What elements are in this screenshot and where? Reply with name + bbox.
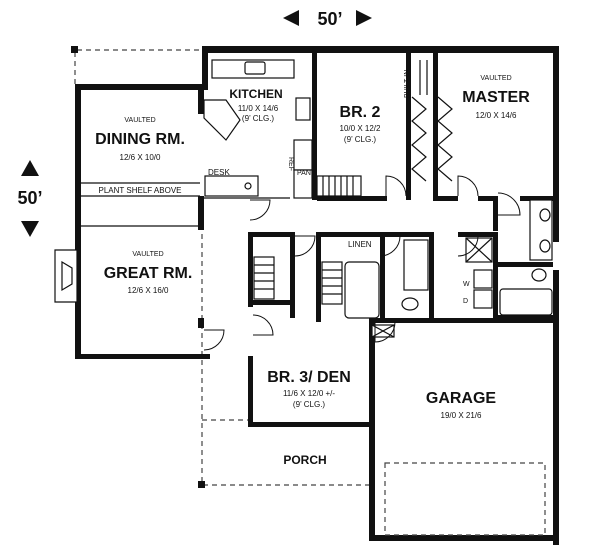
pan-label: PAN — [297, 170, 311, 177]
dining-size: 12/6 X 10/0 — [120, 153, 161, 162]
toilet-icon — [401, 297, 419, 311]
dryer-label: D — [463, 298, 468, 305]
depth-dimension: 50’ — [17, 160, 43, 237]
master-name: MASTER — [462, 89, 530, 106]
kitchen-size: 11/0 X 14/6 — [238, 104, 279, 113]
dryer-icon — [473, 289, 493, 309]
desk-label: DESK — [208, 168, 230, 177]
tub-icon — [499, 288, 553, 316]
br3-ceiling: (9’ CLG.) — [293, 400, 325, 409]
built-in-label: BUILT-IN — [404, 70, 411, 98]
dining-name: DINING RM. — [95, 131, 185, 148]
bath-fixtures — [344, 199, 553, 338]
sink-icon — [539, 208, 551, 222]
great-size: 12/6 X 16/0 — [128, 286, 169, 295]
porch-label: PORCH — [283, 453, 326, 467]
arrow-right-icon — [356, 10, 372, 26]
br2-ceiling: (9’ CLG.) — [344, 135, 376, 144]
ref-label: REF — [287, 157, 294, 171]
br3-size: 11/6 X 12/0 +/- — [283, 389, 335, 398]
room-great: VAULTED GREAT RM. 12/6 X 16/0 — [104, 251, 193, 295]
sink-icon — [244, 61, 266, 75]
closets — [253, 60, 453, 305]
doors — [203, 175, 521, 351]
interior-walls — [81, 50, 555, 328]
room-garage: GARAGE 19/0 X 21/6 — [426, 390, 497, 420]
great-name: GREAT RM. — [104, 265, 193, 282]
master-qualifier: VAULTED — [480, 75, 511, 82]
arrow-left-icon — [283, 10, 299, 26]
br2-size: 10/0 X 12/2 — [340, 124, 381, 133]
br2-name: BR. 2 — [340, 104, 381, 121]
covered-areas — [71, 46, 375, 488]
plant-shelf-label: PLANT SHELF ABOVE — [99, 186, 182, 195]
sink-icon — [539, 239, 551, 253]
arrow-up-icon — [21, 160, 39, 176]
washer-label: W — [463, 281, 470, 288]
room-master: VAULTED MASTER 12/0 X 14/6 — [462, 75, 530, 120]
kitchen-ceiling: (9’ CLG.) — [242, 114, 274, 123]
room-dining: VAULTED DINING RM. 12/6 X 10/0 — [95, 117, 185, 162]
depth-label: 50’ — [17, 188, 42, 208]
tub-icon — [344, 261, 380, 319]
room-kitchen: KITCHEN 11/0 X 14/6 (9’ CLG.) — [229, 87, 282, 123]
garage-size: 19/0 X 21/6 — [441, 411, 482, 420]
room-br3: BR. 3/ DEN 11/6 X 12/0 +/- (9’ CLG.) — [267, 369, 351, 409]
linen-label: LINEN — [348, 240, 372, 249]
garage-name: GARAGE — [426, 390, 497, 407]
fireplace — [54, 249, 78, 303]
kitchen-fixtures — [203, 59, 313, 199]
width-dimension: 50’ — [283, 9, 372, 29]
washer-icon — [473, 269, 493, 289]
great-qualifier: VAULTED — [132, 251, 163, 258]
master-size: 12/0 X 14/6 — [476, 111, 517, 120]
br3-name: BR. 3/ DEN — [267, 369, 351, 386]
arrow-down-icon — [21, 221, 39, 237]
width-label: 50’ — [317, 9, 342, 29]
toilet-icon — [531, 268, 547, 282]
garage-door — [384, 462, 546, 536]
kitchen-name: KITCHEN — [229, 87, 282, 101]
room-br2: BR. 2 10/0 X 12/2 (9’ CLG.) — [340, 104, 381, 144]
range-icon — [295, 97, 311, 121]
dining-qualifier: VAULTED — [124, 117, 155, 124]
